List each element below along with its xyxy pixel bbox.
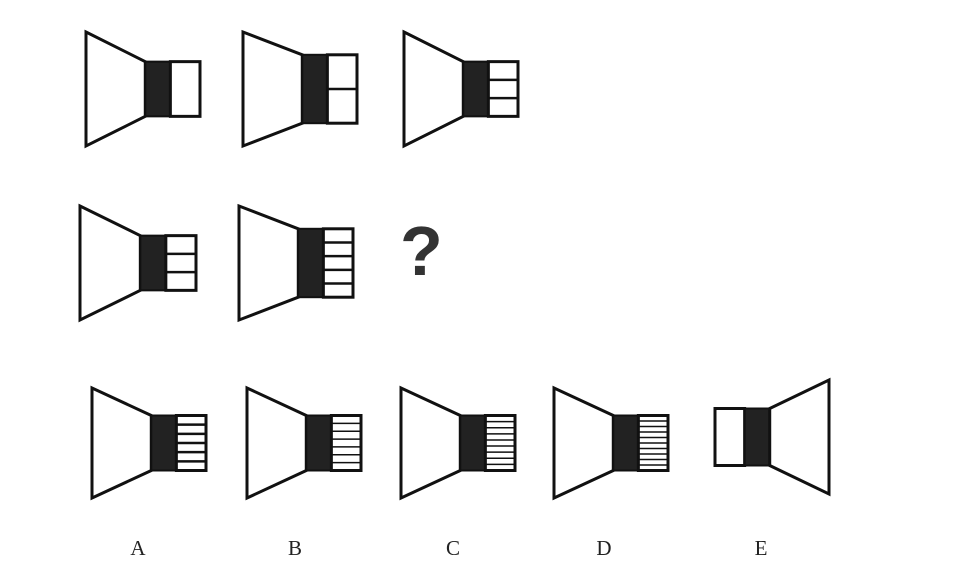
horn-shape	[241, 29, 304, 149]
horn-shape	[90, 385, 153, 501]
option-figure-d[interactable]	[552, 385, 670, 501]
horn-shape	[78, 203, 142, 323]
black-block	[612, 414, 640, 472]
black-block	[144, 60, 172, 118]
option-label-c[interactable]: C	[445, 536, 460, 560]
black-block	[150, 414, 178, 472]
figure-r1c1	[84, 29, 202, 149]
horn-shape	[84, 29, 147, 149]
segment-box	[168, 60, 202, 118]
option-figure-a[interactable]	[90, 385, 208, 501]
black-block	[139, 234, 167, 292]
horn-shape	[245, 385, 308, 501]
black-block	[743, 407, 771, 467]
black-block	[305, 414, 333, 472]
segment-box	[713, 407, 747, 467]
horn-shape	[768, 377, 831, 497]
option-label-b[interactable]: B	[287, 536, 302, 560]
figure-r1c2	[241, 29, 359, 149]
option-figure-b[interactable]	[245, 385, 363, 501]
segment-box	[486, 60, 520, 118]
segment-box	[321, 227, 355, 299]
figure-r1c3	[402, 29, 520, 149]
horn-shape	[402, 29, 465, 149]
option-label-d[interactable]: D	[596, 536, 612, 560]
black-block	[459, 414, 487, 472]
figure-r2c1	[78, 203, 198, 323]
horn-shape	[552, 385, 615, 501]
segment-box	[329, 414, 363, 472]
option-figure-c[interactable]	[399, 385, 517, 501]
option-figure-e[interactable]	[713, 377, 831, 497]
option-label-e[interactable]: E	[754, 536, 768, 560]
black-block	[301, 53, 329, 125]
horn-shape	[237, 203, 300, 323]
question-mark: ?	[400, 212, 443, 290]
black-block	[462, 60, 490, 118]
horn-shape	[399, 385, 462, 501]
figure-r2c2	[237, 203, 355, 323]
black-block	[297, 227, 325, 299]
option-label-a[interactable]: A	[130, 536, 146, 560]
segment-box	[164, 234, 198, 292]
segment-box	[483, 414, 517, 472]
